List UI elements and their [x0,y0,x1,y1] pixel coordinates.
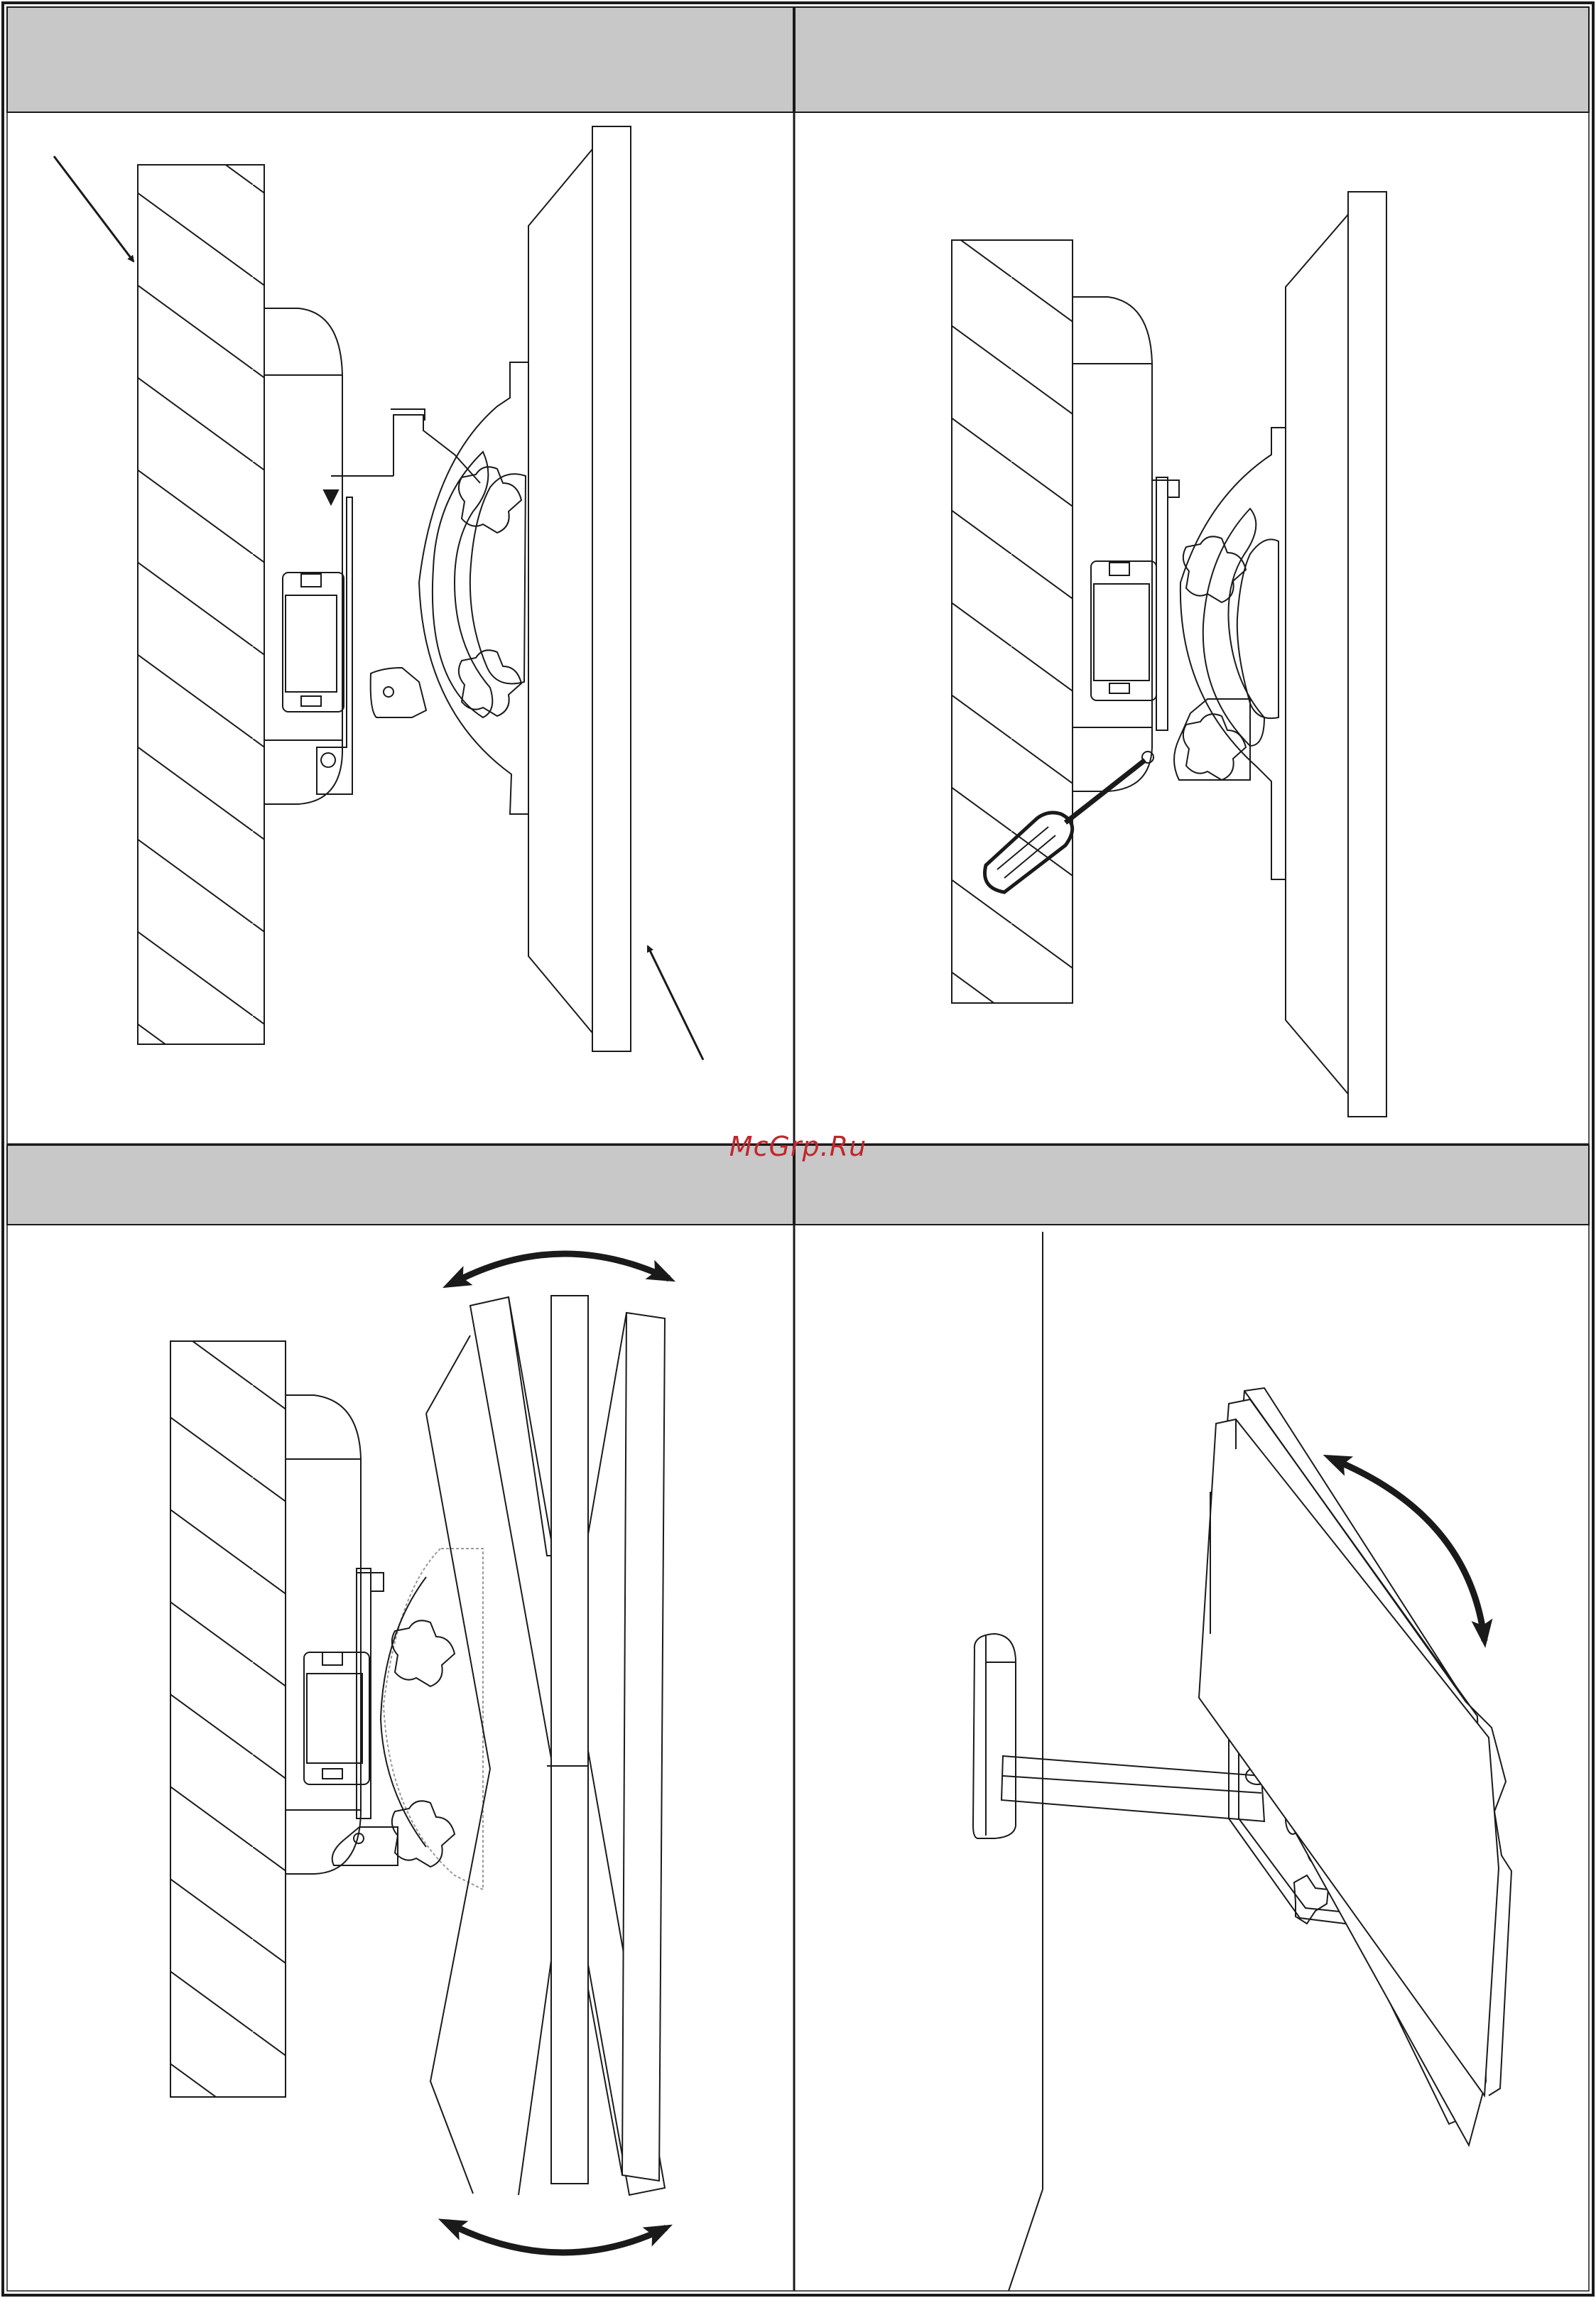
swing-arm [1001,1756,1264,1821]
knob-upper [459,467,521,533]
panel-2-illustration [952,192,1386,1117]
knob-upper-3 [392,1620,455,1686]
wall-hatched-2 [952,240,1073,1003]
tv-body-2 [1286,215,1348,1094]
swivel-arrow-top [462,1254,669,1279]
panel-1-header [7,7,793,112]
watermark: McGrp.Ru [0,1131,1596,1171]
tv-screen-2 [1348,192,1386,1117]
tv-tilt-right [622,1313,665,2181]
wall-plate [264,308,342,804]
tilt-plate [419,362,528,814]
panel-3-illustration [170,1254,669,2253]
panel-1-illustration [54,126,703,1060]
tv-upright [551,1296,588,2184]
wall-plate-3 [286,1395,361,1874]
panel-4-illustration [973,1232,1511,2291]
wall-plate-4 [973,1634,1016,1838]
wall-plate-2 [1073,297,1152,791]
swivel-arrow-bottom [457,2228,666,2253]
panel-2-header [795,7,1589,112]
tv-body [528,149,592,1033]
wall-hatched-3 [170,1341,286,2097]
tv-screen [592,126,631,1051]
knob-lower-3 [392,1801,455,1867]
wall-hatched [138,165,264,1044]
